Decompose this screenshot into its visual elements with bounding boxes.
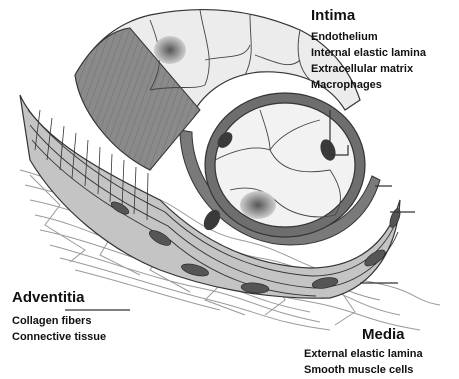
media-item-external-elastic-lamina: External elastic lamina [304, 346, 423, 362]
adventitia-label-block: Adventitia Collagen fibers Connective ti… [12, 288, 106, 345]
intima-item-macrophages: Macrophages [311, 77, 426, 93]
adventitia-item-collagen-fibers: Collagen fibers [12, 313, 106, 329]
adventitia-title: Adventitia [12, 288, 106, 308]
adventitia-item-connective-tissue: Connective tissue [12, 329, 106, 345]
media-title: Media [304, 325, 423, 345]
intima-item-endothelium: Endothelium [311, 29, 426, 45]
intima-label-block: Intima Endothelium Internal elastic lami… [311, 6, 426, 93]
intima-item-extracellular-matrix: Extracellular matrix [311, 61, 426, 77]
media-item-smooth-muscle-cells: Smooth muscle cells [304, 362, 423, 378]
intima-title: Intima [311, 6, 426, 26]
media-label-block: Media External elastic lamina Smooth mus… [304, 325, 423, 378]
intima-item-internal-elastic-lamina: Internal elastic lamina [311, 45, 426, 61]
